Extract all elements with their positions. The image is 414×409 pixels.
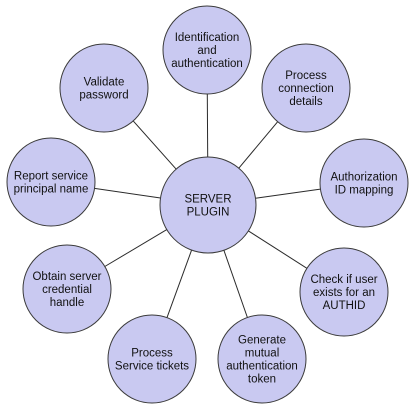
connector-line-process-connection-details: [238, 121, 279, 169]
connector-lines: [94, 93, 321, 318]
node-label-check-if-user-exists: exists for an: [313, 287, 375, 299]
node-label-obtain-server-credential-handle: Obtain server: [32, 271, 101, 283]
node-label-process-service-tickets: Process: [131, 348, 173, 360]
node-label-check-if-user-exists: Check if user: [310, 274, 377, 286]
node-label-generate-mutual-authentication-token: token: [248, 374, 276, 386]
connector-line-obtain-server-credential-handle: [104, 229, 168, 267]
node-label-validate-password: password: [79, 90, 128, 102]
node-label-report-service-principal-name: principal name: [14, 184, 89, 196]
node-label-process-connection-details: connection: [278, 83, 334, 95]
center-label: SERVER: [184, 194, 231, 206]
node-label-generate-mutual-authentication-token: mutual: [245, 348, 280, 360]
node-label-process-connection-details: Process: [285, 70, 327, 82]
center-label: PLUGIN: [187, 207, 230, 219]
node-label-identification-and-authentication: Identification: [175, 32, 240, 44]
node-circle-report-service-principal-name: [6, 137, 96, 227]
center-circle: [159, 156, 257, 254]
node-label-check-if-user-exists: AUTHID: [323, 300, 366, 312]
node-label-identification-and-authentication: authentication: [171, 58, 243, 70]
connector-line-process-service-tickets: [166, 249, 193, 318]
node-label-process-connection-details: details: [289, 96, 322, 108]
node-label-generate-mutual-authentication-token: authentication: [226, 361, 298, 373]
connector-line-validate-password: [132, 120, 177, 170]
node-circle-validate-password: [59, 43, 149, 133]
node-circle-process-service-tickets: [107, 314, 197, 404]
node-label-validate-password: Validate: [84, 77, 125, 89]
node-circle-obtain-server-credential-handle: [22, 244, 112, 334]
node-label-authorization-id-mapping: Authorization: [330, 172, 397, 184]
node-circle-process-connection-details: [261, 43, 351, 133]
node-label-generate-mutual-authentication-token: Generate: [238, 335, 286, 347]
node-label-obtain-server-credential-handle: handle: [50, 297, 85, 309]
node-circle-generate-mutual-authentication-token: [217, 314, 307, 404]
outer-nodes: IdentificationandauthenticationProcessco…: [6, 5, 409, 404]
node-circle-identification-and-authentication: [162, 5, 252, 95]
node-label-identification-and-authentication: and: [197, 45, 216, 57]
node-label-report-service-principal-name: Report service: [14, 171, 88, 183]
connector-line-generate-mutual-authentication-token: [223, 250, 248, 318]
connector-line-authorization-id-mapping: [255, 188, 321, 199]
node-circle-check-if-user-exists: [299, 247, 389, 337]
node-label-authorization-id-mapping: ID mapping: [335, 185, 394, 197]
node-circle-authorization-id-mapping: [319, 138, 409, 228]
connector-line-report-service-principal-name: [94, 187, 161, 199]
node-label-obtain-server-credential-handle: credential: [42, 284, 92, 296]
connector-line-check-if-user-exists: [248, 230, 308, 269]
node-label-process-service-tickets: Service tickets: [115, 361, 189, 373]
